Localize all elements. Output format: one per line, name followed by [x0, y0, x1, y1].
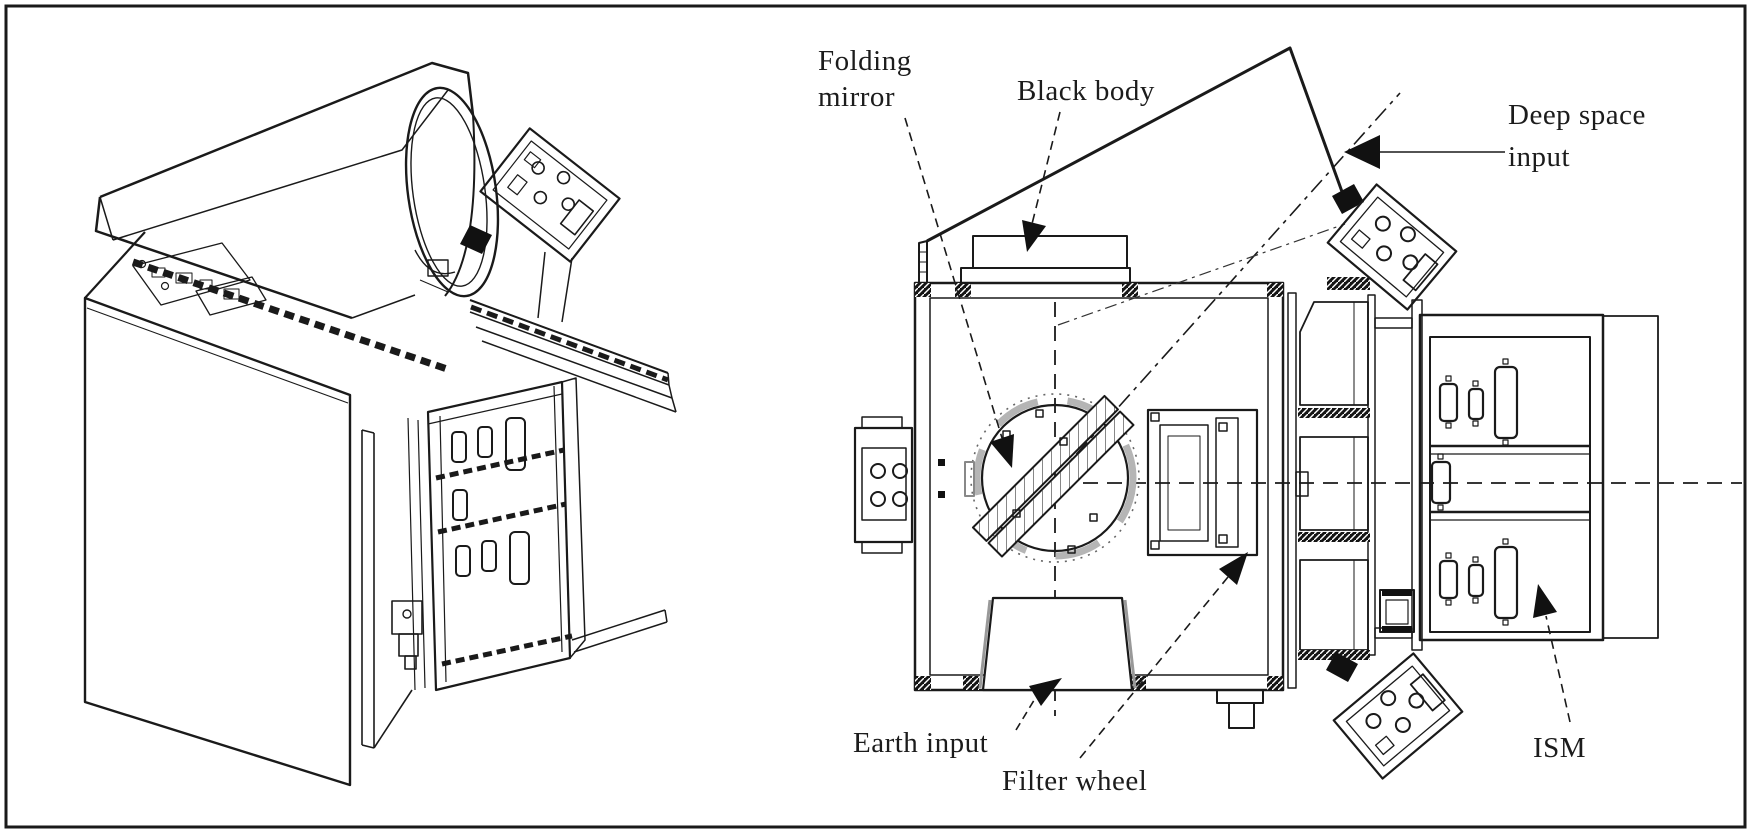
isometric-view	[83, 61, 677, 787]
detector-compartments	[1287, 277, 1423, 689]
ism-arrow-icon	[1533, 584, 1557, 618]
earth-input-port	[978, 596, 1137, 692]
filter-wheel-leader	[1079, 576, 1229, 759]
sunshade-baffle	[918, 46, 1347, 283]
label-folding-mirror-line2: mirror	[818, 81, 895, 113]
connector-panel-unit	[407, 377, 586, 692]
filter-wheel-motor	[1216, 689, 1264, 729]
deep-space-arrow-icon	[1344, 135, 1380, 169]
label-folding-mirror-line1: Folding	[818, 45, 912, 77]
folding-mirror-arrow-icon	[990, 434, 1014, 468]
mounting-foot	[391, 600, 423, 670]
ism-module	[1418, 313, 1659, 642]
label-filter-wheel: Filter wheel	[1002, 765, 1147, 797]
filter-wheel-housing	[1146, 408, 1259, 557]
filter-wheel-arrow-icon	[1219, 552, 1248, 585]
cross-section-view	[853, 46, 1742, 780]
ism-leader	[1545, 615, 1571, 723]
ism-dsub-connectors	[1430, 358, 1519, 626]
folding-mirror-assembly	[938, 393, 1140, 563]
folding-mirror-leader	[904, 117, 1003, 439]
sunshade-hood	[94, 61, 500, 320]
housing-box	[83, 231, 452, 787]
black-body-leader	[1030, 111, 1061, 229]
deep-space-fov-edge	[1057, 223, 1346, 326]
tilted-connector-block	[460, 127, 621, 323]
leader-lines	[904, 111, 1571, 759]
earth-input-leader	[1015, 696, 1037, 731]
label-deep-space-line1: Deep space	[1508, 99, 1646, 131]
baffle-connector-bottom	[1326, 652, 1464, 780]
label-earth-input: Earth input	[853, 727, 988, 759]
label-black-body: Black body	[1017, 75, 1155, 107]
left-connector-block	[853, 416, 914, 554]
labels: Folding mirror Black body Deep space inp…	[818, 45, 1646, 797]
bench-rails	[469, 299, 677, 653]
figure-border	[4, 4, 1747, 829]
black-body-arrow-icon	[1022, 220, 1046, 252]
baffle-connector-top	[1326, 183, 1458, 311]
label-ism: ISM	[1533, 732, 1586, 764]
label-deep-space-line2: input	[1508, 141, 1570, 173]
dsub-connectors	[451, 417, 530, 585]
black-body	[960, 235, 1131, 284]
earth-input-arrow-icon	[1029, 678, 1062, 706]
